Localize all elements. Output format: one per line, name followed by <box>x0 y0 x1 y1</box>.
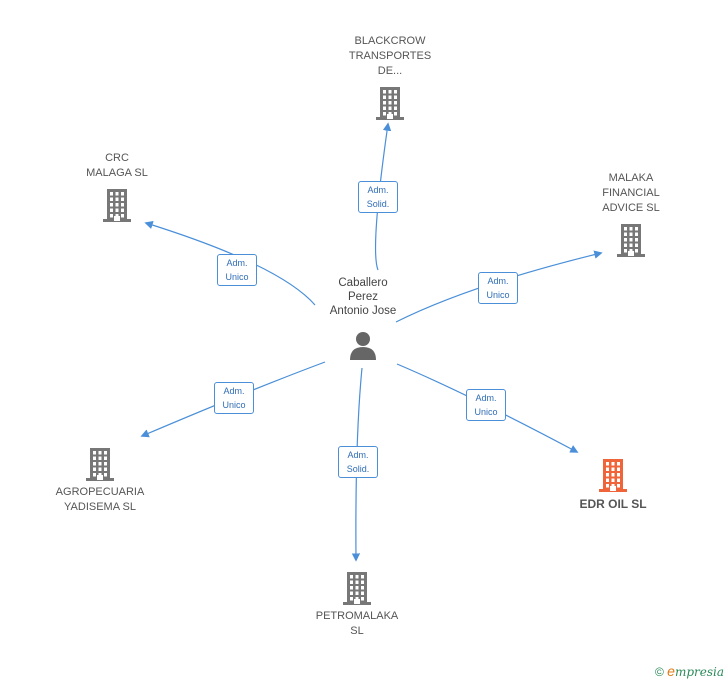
company-node-petromalaka[interactable] <box>341 570 373 611</box>
edge-blackcrow <box>374 122 392 271</box>
edge-label-malaka: Adm. Unico <box>478 272 518 304</box>
company-node-crc[interactable] <box>101 187 133 228</box>
person-silhouette <box>350 332 376 360</box>
company-label-blackcrow[interactable]: BLACKCROW TRANSPORTES DE... <box>348 35 432 77</box>
edge-label-edr: Adm. Unico <box>466 389 506 421</box>
brand-initial: e <box>667 663 675 679</box>
building-icon[interactable] <box>101 187 133 223</box>
building-icon[interactable] <box>615 222 647 258</box>
footer-brand: © empresia <box>655 663 724 679</box>
edge-label-petromalaka: Adm. Solid. <box>338 446 378 478</box>
company-node-edr[interactable] <box>597 457 629 498</box>
edge-label-agropecuaria: Adm. Unico <box>214 382 254 414</box>
edge-label-crc: Adm. Unico <box>217 254 257 286</box>
company-label-agropecuaria[interactable]: AGROPECUARIA YADISEMA SL <box>55 486 145 513</box>
copyright-symbol: © <box>654 665 664 679</box>
company-label-petromalaka[interactable]: PETROMALAKA SL <box>315 610 399 637</box>
edge-label-blackcrow: Adm. Solid. <box>358 181 398 213</box>
building-icon[interactable] <box>84 446 116 482</box>
company-label-edr[interactable]: EDR OIL SL <box>579 497 647 511</box>
person-name-label: Caballero Perez Antonio Jose <box>329 277 397 317</box>
person-icon[interactable] <box>348 330 378 365</box>
company-label-crc[interactable]: CRC MALAGA SL <box>86 152 148 179</box>
company-label-malaka[interactable]: MALAKA FINANCIAL ADVICE SL <box>602 172 660 214</box>
building-icon[interactable] <box>374 85 406 121</box>
building-icon[interactable] <box>597 457 629 493</box>
building-icon[interactable] <box>341 570 373 606</box>
company-node-blackcrow[interactable] <box>374 85 406 126</box>
brand-name: mpresia <box>674 665 724 679</box>
company-node-malaka[interactable] <box>615 222 647 263</box>
company-node-agropecuaria[interactable] <box>84 446 116 487</box>
